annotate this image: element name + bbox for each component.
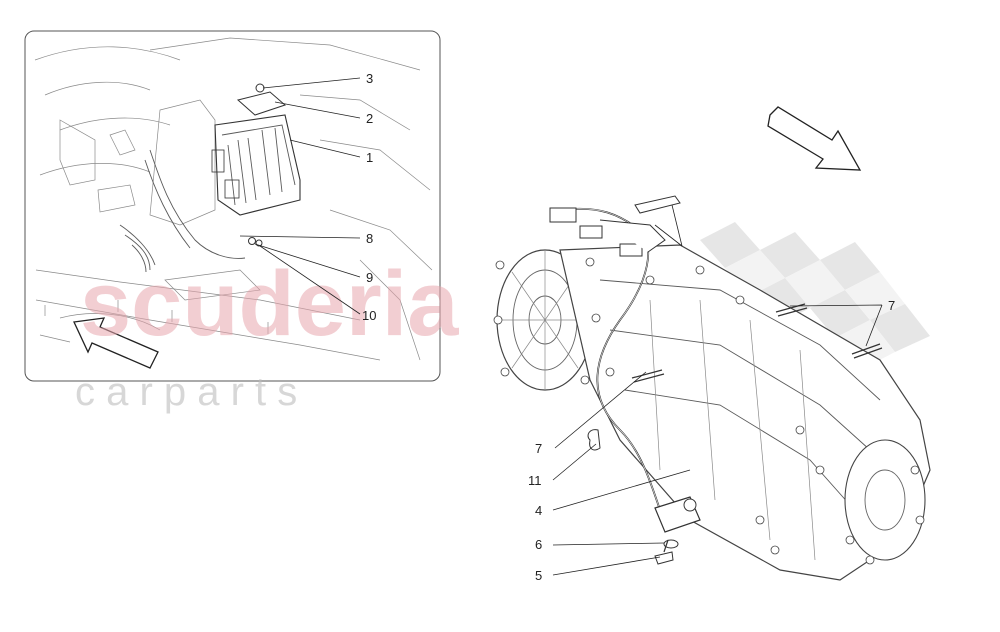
- inset-detail-panel: [24, 30, 441, 382]
- screw: [255, 83, 265, 93]
- callout-10: 10: [362, 308, 376, 323]
- callout-7-lower: 7: [535, 441, 542, 456]
- callout-1: 1: [366, 150, 373, 165]
- gearbox-assembly: [493, 195, 931, 581]
- watermark-subtitle: c a r p a r t s: [75, 370, 297, 414]
- callout-11: 11: [528, 473, 542, 488]
- control-unit: [211, 114, 301, 216]
- watermark-brand: scuderia: [80, 253, 459, 355]
- callout-2: 2: [366, 111, 373, 126]
- bracket: [236, 91, 286, 116]
- callout-5: 5: [535, 568, 542, 583]
- callout-4: 4: [535, 503, 542, 518]
- nut: [248, 237, 256, 245]
- view-arrow-icon: [73, 317, 159, 369]
- callout-8: 8: [366, 231, 373, 246]
- callout-6: 6: [535, 537, 542, 552]
- callout-3: 3: [366, 71, 373, 86]
- direction-arrow-icon: [767, 106, 862, 171]
- leader-lines: [239, 77, 883, 576]
- callout-9: 9: [366, 270, 373, 285]
- callout-7-upper: 7: [888, 298, 895, 313]
